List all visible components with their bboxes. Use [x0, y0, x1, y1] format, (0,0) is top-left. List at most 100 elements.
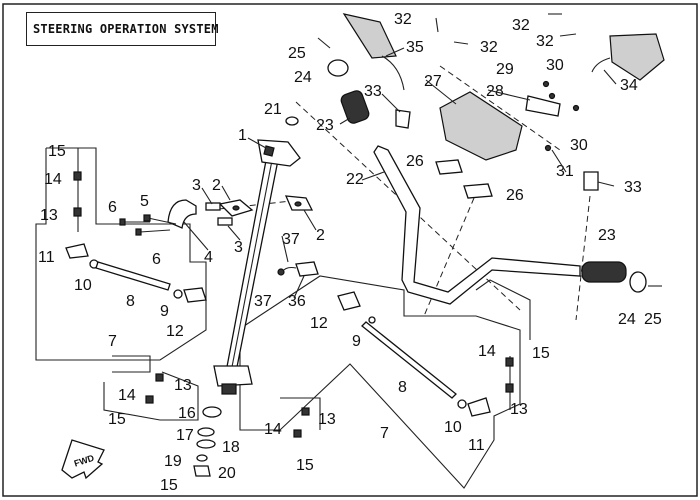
label-3b: 3 — [234, 239, 243, 256]
label-30a: 30 — [546, 57, 564, 74]
label-37b: 37 — [254, 293, 272, 310]
right-lower-outline — [280, 397, 321, 430]
part-36-37-sensor — [277, 261, 319, 277]
right-tie-rod-outline — [237, 275, 521, 489]
part-14-right-nut — [293, 429, 302, 438]
part-35-stem — [381, 55, 405, 91]
label-9a: 9 — [160, 303, 169, 320]
label-13c: 13 — [318, 411, 336, 428]
part-35-mirror — [342, 13, 397, 59]
part-24-cap-right — [629, 271, 647, 293]
part-23-grip-right — [581, 261, 627, 283]
label-15a: 15 — [48, 143, 66, 160]
part-34-mirror — [609, 33, 665, 81]
label-27: 27 — [424, 73, 442, 90]
label-15d: 15 — [532, 345, 550, 362]
label-11b: 11 — [468, 437, 485, 454]
leader-lines — [183, 47, 617, 299]
part-29 — [542, 80, 550, 88]
part-33-switch-left — [395, 109, 411, 129]
part-32-screw-a — [435, 17, 439, 33]
label-36: 36 — [288, 293, 306, 310]
label-14d: 14 — [478, 343, 496, 360]
dash-line-b — [423, 197, 475, 317]
label-7b: 7 — [380, 425, 389, 442]
part-4-bracket — [167, 199, 197, 229]
part-25-bolt-top — [317, 37, 331, 49]
label-25b: 25 — [644, 311, 662, 328]
label-35: 35 — [406, 39, 424, 56]
handlebar — [373, 145, 581, 305]
part-14-left-nut — [145, 395, 154, 404]
part-32-screw-b — [453, 41, 469, 45]
dash-line-c — [575, 195, 591, 321]
label-6b: 6 — [152, 251, 161, 268]
label-17: 17 — [176, 427, 194, 444]
forward-arrow-icon: FWD — [61, 439, 105, 480]
label-14b: 14 — [118, 387, 136, 404]
label-37a: 37 — [282, 231, 300, 248]
label-10a: 10 — [74, 277, 92, 294]
part-3-pin-a — [205, 202, 221, 211]
label-32c: 32 — [512, 17, 530, 34]
lower-bearing-stack — [193, 406, 222, 477]
label-16: 16 — [178, 405, 196, 422]
label-26a: 26 — [406, 153, 424, 170]
label-4: 4 — [204, 249, 213, 266]
label-10b: 10 — [444, 419, 462, 436]
part-24-cap-top — [327, 59, 349, 77]
label-2a: 2 — [212, 177, 221, 194]
diagram-frame — [2, 3, 698, 497]
label-19: 19 — [164, 453, 182, 470]
part-13-left-nut — [155, 373, 164, 382]
left-lower-outline — [103, 371, 199, 421]
part-26-clamp-a — [435, 159, 463, 175]
part-33-switch-right — [583, 171, 599, 191]
label-7a: 7 — [108, 333, 117, 350]
label-13b: 13 — [174, 377, 192, 394]
label-14a: 14 — [44, 171, 62, 188]
part-30-a — [548, 92, 556, 100]
label-15b: 15 — [108, 411, 126, 428]
label-33a: 33 — [364, 83, 382, 100]
label-29: 29 — [496, 61, 514, 78]
steering-column — [213, 139, 301, 395]
part-31 — [544, 144, 552, 152]
dash-line-d — [439, 65, 561, 151]
part-30-b — [572, 104, 580, 112]
part-32-screw-d — [559, 33, 577, 37]
label-26b: 26 — [506, 187, 524, 204]
label-13a: 13 — [40, 207, 58, 224]
diagram-title: STEERING OPERATION SYSTEM — [33, 22, 219, 36]
part-23-grip-left — [340, 90, 370, 124]
label-22: 22 — [346, 171, 364, 188]
label-32b: 32 — [480, 39, 498, 56]
label-11a: 11 — [38, 249, 55, 266]
label-15e: 15 — [160, 477, 178, 494]
part-27-cover — [439, 91, 523, 161]
label-14c: 14 — [264, 421, 282, 438]
left-tie-rod — [65, 148, 207, 303]
right-bracket-line — [475, 279, 531, 340]
label-25a: 25 — [288, 45, 306, 62]
label-32d: 32 — [536, 33, 554, 50]
label-15c: 15 — [296, 457, 314, 474]
label-20: 20 — [218, 465, 236, 482]
part-34-stem — [591, 57, 611, 73]
part-labels: 1 2 2 3 3 4 5 6 6 7 7 8 8 9 9 10 10 11 1… — [38, 11, 662, 494]
label-12b: 12 — [310, 315, 328, 332]
left-tie-rod-outline — [35, 147, 207, 361]
part-13-right-nut — [301, 407, 310, 416]
label-2b: 2 — [316, 227, 325, 244]
label-30b: 30 — [570, 137, 588, 154]
part-2-bushings — [218, 195, 314, 217]
title-box: STEERING OPERATION SYSTEM — [26, 12, 219, 46]
label-32a: 32 — [394, 11, 412, 28]
label-12a: 12 — [166, 323, 184, 340]
label-5: 5 — [140, 193, 149, 210]
label-8a: 8 — [126, 293, 135, 310]
label-23b: 23 — [598, 227, 616, 244]
part-5-6-bolts — [119, 214, 177, 236]
label-13d: 13 — [510, 401, 528, 418]
